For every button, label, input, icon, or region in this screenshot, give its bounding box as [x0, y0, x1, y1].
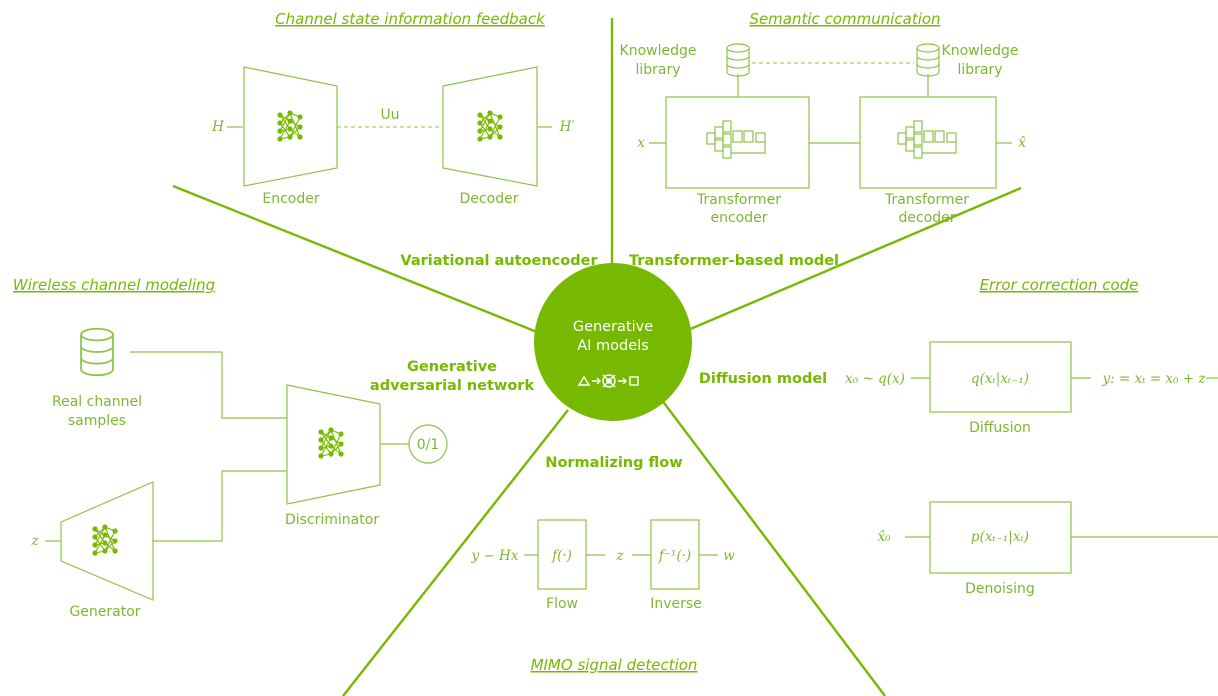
discriminator-network-icon: [317, 426, 345, 460]
ai-icon: [577, 374, 639, 388]
csi-input-label: H: [211, 119, 224, 135]
kl-right-line2: library: [957, 62, 1002, 78]
model-vae-label: Variational autoencoder: [400, 253, 598, 269]
kl-left-line1: Knowledge: [620, 43, 697, 59]
enc-label-1: Transformer: [696, 192, 781, 208]
wireless-section: Wireless channel modeling Real channel s…: [13, 276, 448, 620]
mimo-title: MIMO signal detection: [531, 656, 698, 674]
inverse-caption: Inverse: [650, 596, 702, 612]
csi-link-label: Uu: [380, 107, 399, 123]
database-icon-right: [916, 43, 940, 77]
mimo-input-label: y − Hx: [471, 548, 519, 564]
center-line1: Generative: [573, 319, 653, 335]
ecc-y-label: y: = xₜ = x₀ + z: [1102, 371, 1207, 387]
generator-shape: [60, 481, 154, 601]
decoder-shape: [442, 66, 538, 187]
output-circle: [408, 424, 448, 464]
real-samples-line1: Real channel: [52, 394, 142, 410]
decoder-network-icon: [476, 109, 504, 143]
ecc-x0-label: x₀ ~ q(x): [845, 371, 905, 387]
decoder-label: Decoder: [460, 191, 519, 207]
transformer-decoder-icon: [897, 120, 957, 159]
csi-title: Channel state information feedback: [275, 10, 546, 28]
database-icon-left: [726, 43, 750, 77]
csi-output-label: H′: [559, 119, 575, 135]
wireless-title: Wireless channel modeling: [13, 276, 215, 294]
wireless-output-label: 0/1: [417, 437, 440, 453]
semantic-section: Semantic communication Knowledge library…: [620, 10, 1027, 226]
mimo-z-label: z: [615, 548, 624, 564]
real-samples-database-icon: [80, 327, 114, 377]
transformer-encoder-icon: [706, 120, 766, 159]
ecc-x0hat-label: x̂₀: [877, 529, 891, 545]
center-node: Generative AI models: [534, 263, 692, 421]
enc-label-2: encoder: [710, 210, 767, 226]
discriminator-label: Discriminator: [285, 512, 379, 528]
encoder-network-icon: [276, 109, 304, 143]
model-transformer-label: Transformer-based model: [629, 253, 839, 269]
encoder-label: Encoder: [262, 191, 319, 207]
inverse-box-label: f⁻¹(·): [658, 548, 691, 564]
generator-network-icon: [91, 523, 119, 557]
csi-section: Channel state information feedback H Uu …: [211, 10, 574, 207]
discriminator-shape: [286, 384, 381, 505]
model-gan-label-2: adversarial network: [370, 378, 535, 394]
ecc-title: Error correction code: [980, 276, 1139, 294]
dec-label-1: Transformer: [884, 192, 969, 208]
kl-right-line1: Knowledge: [942, 43, 1019, 59]
mimo-w-label: w: [723, 548, 735, 564]
noise-z-label: z: [30, 533, 39, 549]
diffusion-box-label: q(xₜ|xₜ₋₁): [971, 371, 1029, 387]
model-flow-label: Normalizing flow: [545, 455, 682, 471]
semantic-title: Semantic communication: [749, 10, 940, 28]
spokes: [172, 18, 1022, 696]
mimo-section: MIMO signal detection y − Hx f(·) z f⁻¹(…: [471, 519, 735, 674]
dec-label-2: decoder: [898, 210, 955, 226]
ecc-section: Error correction code x₀ ~ q(x) q(xₜ|xₜ₋…: [845, 276, 1218, 597]
model-diffusion-label: Diffusion model: [699, 371, 827, 387]
diffusion-caption: Diffusion: [969, 420, 1031, 436]
diffusion-box: [929, 341, 1072, 413]
flow-box-label: f(·): [551, 548, 572, 564]
semantic-input-label: x: [637, 135, 645, 151]
flow-caption: Flow: [546, 596, 578, 612]
denoising-box-label: p(xₜ₋₁|xₜ): [971, 529, 1029, 545]
denoising-caption: Denoising: [965, 581, 1035, 597]
real-samples-line2: samples: [68, 413, 126, 429]
encoder-shape: [243, 66, 338, 187]
center-line2: AI models: [577, 338, 649, 354]
kl-left-line2: library: [635, 62, 680, 78]
model-gan-label-1: Generative: [407, 359, 497, 375]
generator-label: Generator: [69, 604, 140, 620]
semantic-output-label: x̂: [1018, 135, 1026, 151]
